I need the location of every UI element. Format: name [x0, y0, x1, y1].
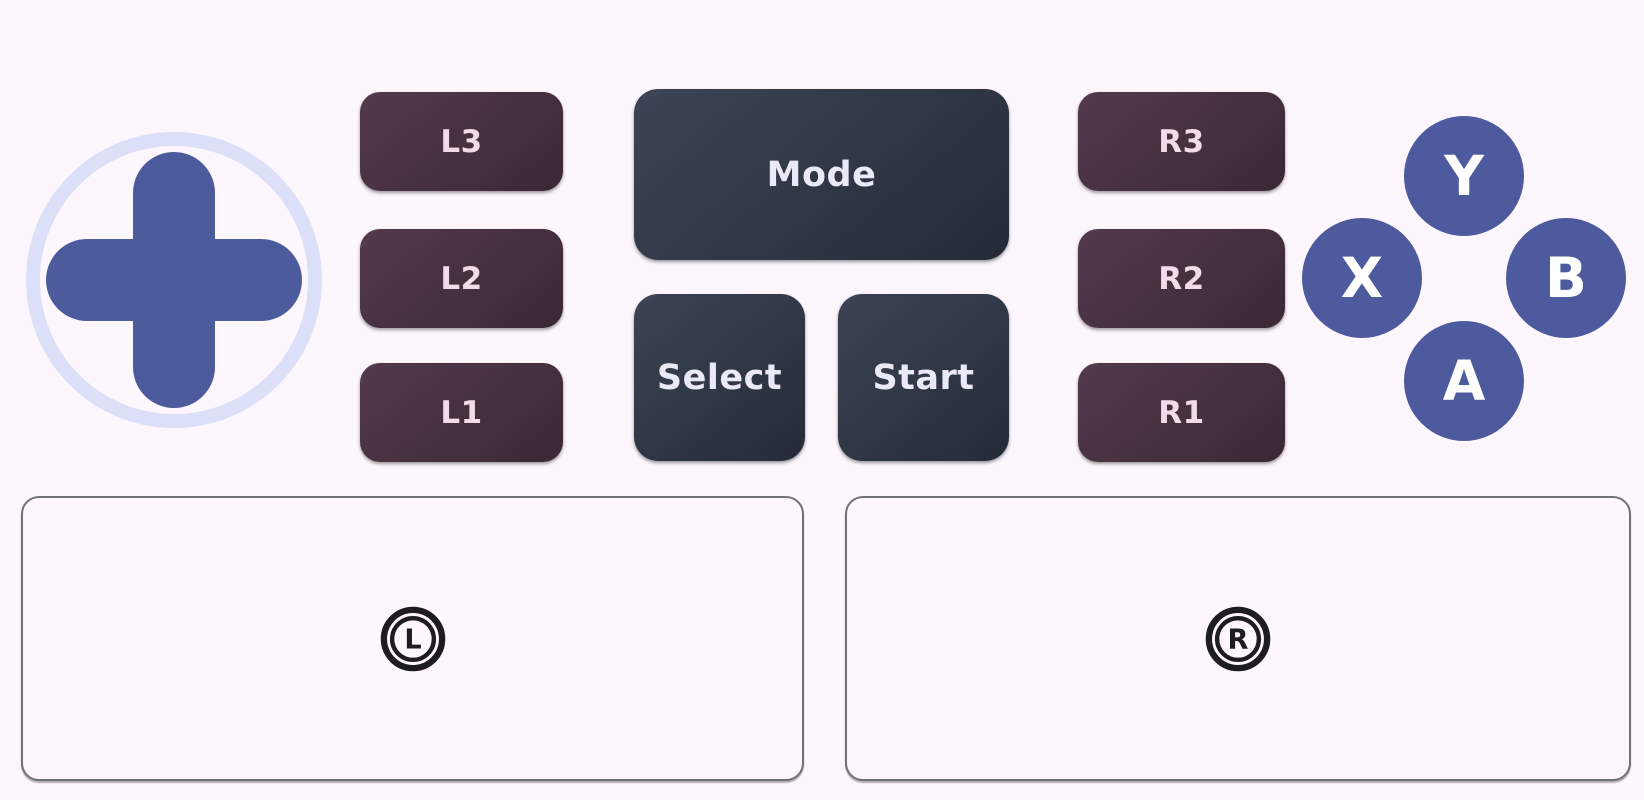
left-stick-position-icon: L: [380, 606, 445, 671]
right-stick-panel[interactable]: R: [845, 496, 1631, 781]
button-x[interactable]: X: [1302, 218, 1422, 338]
button-r2[interactable]: R2: [1078, 229, 1285, 328]
button-l3[interactable]: L3: [360, 92, 563, 191]
dpad-cross-icon: [133, 152, 215, 408]
button-y[interactable]: Y: [1404, 116, 1524, 236]
button-r1[interactable]: R1: [1078, 363, 1285, 462]
button-mode[interactable]: Mode: [634, 89, 1009, 260]
right-stick-label: R: [1228, 624, 1249, 655]
left-stick-label: L: [404, 624, 421, 655]
button-select[interactable]: Select: [634, 294, 805, 461]
right-stick-position-icon: R: [1205, 606, 1271, 671]
button-l2[interactable]: L2: [360, 229, 563, 328]
button-r3[interactable]: R3: [1078, 92, 1285, 191]
button-l1[interactable]: L1: [360, 363, 563, 462]
dpad[interactable]: [26, 132, 322, 428]
button-start[interactable]: Start: [838, 294, 1009, 461]
button-b[interactable]: B: [1506, 218, 1626, 338]
left-stick-panel[interactable]: L: [21, 496, 804, 781]
button-a[interactable]: A: [1404, 321, 1524, 441]
